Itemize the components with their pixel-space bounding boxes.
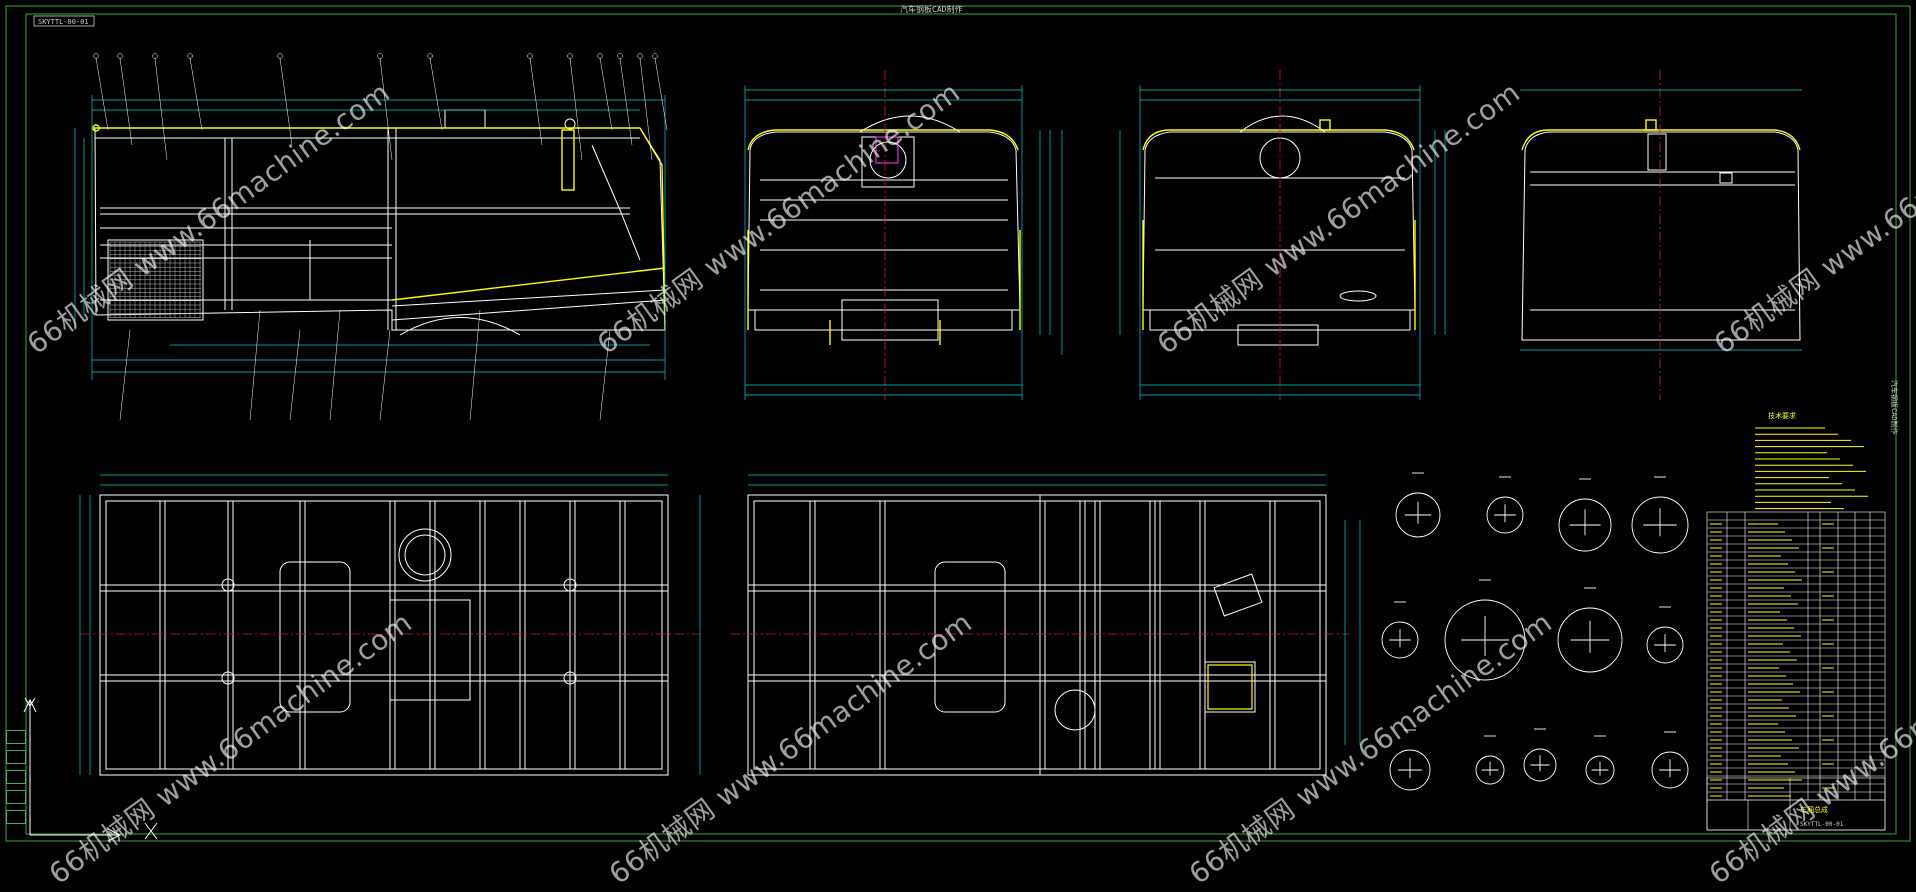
leader-line: [119, 329, 131, 421]
end-view: [1521, 131, 1801, 341]
leader-bubble: [427, 53, 433, 59]
side-tag: 汽车钢板CAD制作: [1890, 380, 1899, 435]
leader-bubble: [652, 53, 658, 59]
floor-plan-right-dimensions: [748, 474, 1361, 745]
leader-line: [619, 57, 633, 146]
tool-button[interactable]: [6, 750, 26, 764]
tool-button[interactable]: [6, 810, 26, 824]
front-section-yellow: [747, 129, 1021, 345]
leader-line: [379, 329, 391, 421]
leader-line: [119, 57, 133, 146]
leader-line: [379, 57, 393, 161]
leader-line: [569, 57, 583, 161]
rear-section-dimensions: [1119, 85, 1446, 400]
leader-bubble: [152, 53, 158, 59]
leader-bubble: [597, 53, 603, 59]
leader-line: [329, 309, 341, 421]
rear-section-yellow: [1142, 119, 1416, 330]
leader-bubble: [567, 53, 573, 59]
side-view-yellow-members: [92, 124, 666, 331]
corner-tag: SKYTTL-00-01: [38, 18, 89, 26]
detail-circle: [1381, 621, 1419, 659]
leader-line: [154, 57, 168, 161]
leader-bubble: [377, 53, 383, 59]
side-elevation-view: [94, 109, 666, 336]
side-view-grille: [109, 241, 201, 318]
leader-bubble: [617, 53, 623, 59]
floor-plan-right-ribs: [809, 501, 1276, 769]
detail-circle: [1646, 626, 1684, 664]
tool-button[interactable]: [6, 790, 26, 804]
leader-line: [249, 309, 261, 421]
leader-bubble: [277, 53, 283, 59]
leader-line: [599, 57, 613, 131]
floor-plan-left-ribs: [159, 501, 626, 769]
tool-button[interactable]: [6, 770, 26, 784]
notes-title: 技术要求: [1768, 411, 1796, 420]
title-block-name: 车厢总成: [1800, 805, 1828, 814]
parts-list: [1706, 511, 1886, 831]
side-view-leaders: [93, 53, 668, 421]
technical-notes: 技术要求: [1755, 411, 1868, 510]
end-view-yellow: [1521, 119, 1801, 151]
title-block-code: SKYTTL-00-01: [1800, 821, 1844, 828]
detail-circle: [1523, 748, 1557, 782]
end-view-dimensions: [1520, 89, 1802, 351]
tool-palette[interactable]: [6, 730, 26, 830]
leader-line: [654, 57, 668, 131]
leader-line: [95, 57, 109, 131]
cad-drawing: 汽车钢板CAD制作 SKYTTL-00-01 汽车钢板CAD制作: [5, 4, 1911, 842]
leader-line: [429, 57, 443, 131]
leader-bubble: [527, 53, 533, 59]
detail-circle: [1475, 755, 1505, 785]
leader-line: [289, 329, 301, 421]
detail-circle: [1389, 749, 1431, 791]
floor-plan-left-dimensions: [79, 474, 701, 775]
detail-circle: [1558, 498, 1612, 552]
detail-circle: [1395, 492, 1441, 538]
leader-bubble: [187, 53, 193, 59]
parts-list-entries: [1710, 523, 1834, 797]
leader-line: [189, 57, 203, 131]
leader-line: [279, 57, 293, 146]
detail-circle: [1651, 751, 1689, 789]
detail-circle: [1631, 496, 1689, 554]
leader-bubble: [637, 53, 643, 59]
detail-circle: [1486, 496, 1524, 534]
sheet-border: [5, 5, 1911, 842]
detail-circle: [1557, 607, 1623, 673]
leader-line: [529, 57, 543, 146]
floor-plan-left: [99, 494, 669, 776]
detail-circle: [1444, 599, 1526, 681]
leader-line: [599, 329, 611, 421]
detail-views: [1381, 472, 1689, 791]
floor-plan-right: [747, 494, 1327, 776]
leader-bubble: [117, 53, 123, 59]
corner-tag-box: SKYTTL-00-01: [33, 15, 95, 27]
leader-line: [469, 309, 481, 421]
side-view-dimensions: [74, 95, 666, 380]
sheet-label-top: 汽车钢板CAD制作: [900, 4, 962, 14]
front-section-dimensions: [744, 85, 1063, 400]
front-section-accent: [875, 136, 899, 164]
title-block: 车厢总成 SKYTTL-00-01: [1706, 777, 1886, 831]
detail-circle: [1585, 755, 1615, 785]
leader-line: [639, 57, 653, 161]
floor-plan-right-yellow: [1207, 664, 1253, 710]
leader-bubble: [93, 53, 99, 59]
tool-button[interactable]: [6, 730, 26, 744]
ucs-axis-icon: [23, 697, 158, 842]
